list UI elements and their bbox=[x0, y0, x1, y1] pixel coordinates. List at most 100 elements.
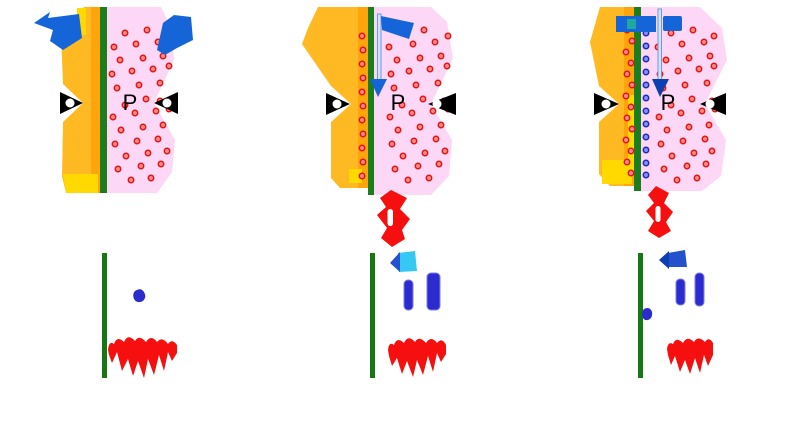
hole-density-scribble bbox=[108, 337, 177, 378]
hole-dot bbox=[108, 70, 116, 78]
electron-charge-bars bbox=[675, 272, 705, 307]
electron-flow-arrow-body bbox=[398, 251, 417, 272]
hole-dot bbox=[701, 135, 709, 143]
gate-region bbox=[302, 7, 368, 188]
hole-dot bbox=[698, 107, 706, 115]
electron-charge-bar bbox=[426, 272, 441, 311]
hole-dot bbox=[700, 38, 708, 46]
current-arrow-icon bbox=[377, 190, 410, 247]
right-contact-dot bbox=[705, 99, 715, 109]
hole-dots bbox=[108, 26, 173, 184]
hole-dot bbox=[414, 162, 422, 170]
gate-accent-bottom bbox=[63, 174, 98, 193]
gate-charge-dot bbox=[358, 60, 366, 68]
gate-charge-dot bbox=[358, 32, 366, 40]
hole-dot bbox=[122, 152, 130, 160]
hole-dot bbox=[121, 29, 129, 37]
charge-plot bbox=[370, 251, 446, 378]
hole-dot bbox=[685, 123, 693, 131]
hole-dot bbox=[668, 152, 676, 160]
left-contact-dot bbox=[332, 99, 342, 109]
gate-inner-band bbox=[91, 7, 100, 193]
hole-dot bbox=[385, 43, 393, 51]
hole-dot bbox=[673, 176, 681, 184]
gate-charge-dot bbox=[623, 70, 631, 78]
hole-dot bbox=[443, 62, 451, 70]
hole-dot bbox=[683, 162, 691, 170]
hole-dot bbox=[429, 107, 437, 115]
electron-charge-bar bbox=[403, 279, 414, 311]
hole-dot bbox=[690, 149, 698, 157]
hole-dot bbox=[135, 81, 143, 89]
charge-plot bbox=[638, 250, 713, 378]
charge-plot bbox=[102, 253, 177, 378]
hole-dot bbox=[144, 149, 152, 157]
gate-charge-dot bbox=[358, 144, 366, 152]
hole-dot bbox=[705, 121, 713, 129]
hole-dot bbox=[693, 174, 701, 182]
hole-dot bbox=[437, 52, 445, 60]
left-contact-dot bbox=[65, 98, 75, 108]
bias-bar-accent bbox=[627, 19, 636, 29]
interface-electron-blob bbox=[642, 308, 653, 321]
field-line bbox=[377, 13, 382, 85]
gate-charge-dot bbox=[358, 116, 366, 124]
hole-dot bbox=[387, 70, 395, 78]
gate-charge-dot bbox=[359, 46, 367, 54]
hole-dot bbox=[416, 123, 424, 131]
hole-dot bbox=[434, 79, 442, 87]
hole-dot bbox=[679, 137, 687, 145]
field-line bbox=[657, 8, 662, 82]
hole-dot bbox=[157, 160, 165, 168]
hole-dot bbox=[142, 95, 150, 103]
hole-dot bbox=[117, 126, 125, 134]
hole-dot bbox=[393, 56, 401, 64]
left-contact-dot bbox=[601, 99, 611, 109]
interface-line bbox=[370, 253, 375, 378]
interface-line bbox=[638, 253, 643, 378]
gate-charge-dots bbox=[358, 32, 367, 180]
panel-2: P bbox=[302, 7, 456, 378]
electron-dot bbox=[642, 107, 650, 115]
hole-dot bbox=[116, 56, 124, 64]
hole-dot bbox=[667, 29, 675, 37]
hole-dot bbox=[398, 101, 406, 109]
hole-dot bbox=[703, 79, 711, 87]
hole-dot bbox=[147, 174, 155, 182]
semiconductor-label: P bbox=[661, 90, 676, 115]
hole-dot bbox=[663, 126, 671, 134]
hole-dot bbox=[444, 32, 452, 40]
gate-accent-strip bbox=[628, 95, 634, 175]
hole-dot bbox=[412, 81, 420, 89]
hole-dot bbox=[163, 147, 171, 155]
hole-dot bbox=[421, 149, 429, 157]
hole-dot bbox=[127, 176, 135, 184]
hole-dot bbox=[681, 81, 689, 89]
gate-charge-dot bbox=[359, 102, 367, 110]
hole-dot bbox=[667, 101, 675, 109]
electron-charge-bar bbox=[694, 272, 705, 307]
field-arrow-head-icon bbox=[370, 79, 387, 97]
gate-charge-dot bbox=[359, 158, 367, 166]
hole-dot bbox=[441, 147, 449, 155]
hole-dot bbox=[132, 40, 140, 48]
gate-charge-dot bbox=[358, 88, 366, 96]
gate-charge-dot bbox=[358, 172, 366, 180]
hole-dot bbox=[410, 137, 418, 145]
right-contact-dot bbox=[162, 98, 172, 108]
gate-inner-band bbox=[358, 7, 368, 188]
semiconductor-label: P bbox=[391, 90, 406, 115]
electron-dot bbox=[642, 159, 650, 167]
gate-charge-dot bbox=[623, 114, 631, 122]
electron-dot bbox=[642, 42, 650, 50]
electron-charge-bars bbox=[403, 272, 441, 311]
hole-dot bbox=[710, 62, 718, 70]
hole-dot bbox=[149, 65, 157, 73]
oxide-layer bbox=[634, 7, 641, 191]
electron-dot bbox=[642, 55, 650, 63]
gate-charge-dot bbox=[623, 158, 631, 166]
semiconductor-region bbox=[374, 7, 453, 195]
hole-dot bbox=[137, 162, 145, 170]
hole-dot bbox=[405, 67, 413, 75]
